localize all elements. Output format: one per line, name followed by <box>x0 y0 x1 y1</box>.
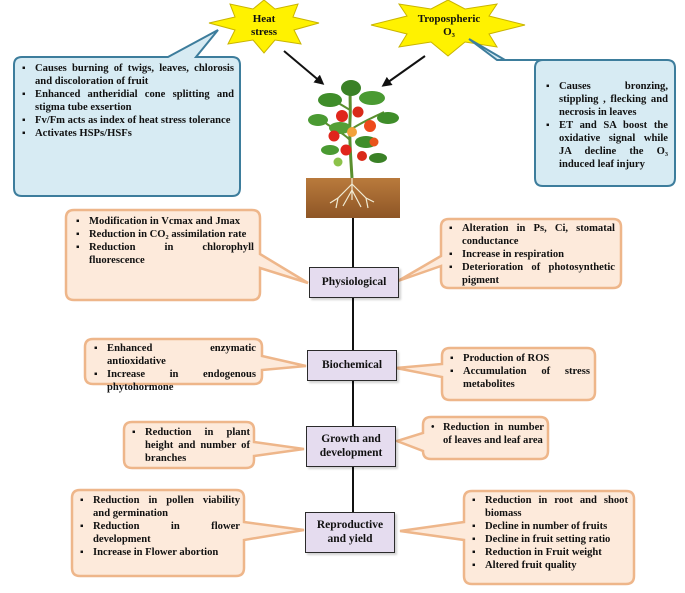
bio-left-item: Increase in endogenous phytohormone <box>92 369 256 395</box>
repro-right-item: Decline in fruit setting ratio <box>470 534 628 547</box>
biochemical-right-box: Production of ROS Accumulation of stress… <box>448 353 590 392</box>
bio-right-item: Production of ROS <box>448 353 590 366</box>
phys-left-item: Reduction in CO₂ assimilation rate <box>74 229 254 242</box>
biochemical-left-box: Enhanced enzymatic antioxidative Increas… <box>92 343 256 395</box>
phys-right-item: Increase in respiration <box>447 249 615 262</box>
heat-arrow <box>283 50 325 85</box>
growth-left-item: Reduction in plant height and number of … <box>130 427 250 466</box>
ozone-effect-item: Causes bronzing, stippling , flecking an… <box>544 81 668 120</box>
bio-right-item: Accumulation of stress metabolites <box>448 366 590 392</box>
heat-effect-item: Fv/Fm acts as index of heat stress toler… <box>20 115 234 128</box>
repro-right-item: Reduction in root and shoot biomass <box>470 495 628 521</box>
repro-right-item: Decline in number of fruits <box>470 521 628 534</box>
growth-right-item: Reduction in number of leaves and leaf a… <box>428 422 544 448</box>
growth-node: Growth and development <box>306 426 396 467</box>
ozone-effects-box: Causes bronzing, stippling , flecking an… <box>544 81 668 171</box>
physiological-label: Physiological <box>321 275 387 288</box>
repro-left-item: Reduction in flower development <box>78 521 240 547</box>
growth-label-line2: development <box>319 446 383 459</box>
phys-right-item: Alteration in Ps, Ci, stomatal conductan… <box>447 223 615 249</box>
ozone-label-line2: O₃ <box>443 25 455 38</box>
heat-effect-item: Activates HSPs/HSFs <box>20 128 234 141</box>
biochemical-node: Biochemical <box>307 350 397 381</box>
phys-right-item: Deterioration of photosynthetic pigment <box>447 262 615 288</box>
reproductive-label-line1: Reproductive <box>316 519 384 532</box>
soil-block <box>306 178 400 218</box>
ozone-label: Tropospheric O₃ <box>404 13 494 38</box>
ozone-label-line1: Tropospheric <box>417 13 481 25</box>
repro-right-item: Altered fruit quality <box>470 560 628 573</box>
heat-stress-label: Heat stress <box>236 13 292 38</box>
ozone-effect-item: ET and SA boost the oxidative signal whi… <box>544 120 668 172</box>
roots <box>329 178 375 209</box>
repro-right-item: Reduction in Fruit weight <box>470 547 628 560</box>
reproductive-left-box: Reduction in pollen viability and germin… <box>78 495 240 560</box>
physiological-node: Physiological <box>309 267 399 298</box>
reproductive-right-box: Reduction in root and shoot biomass Decl… <box>470 495 628 573</box>
heat-effect-item: Causes burning of twigs, leaves, chloros… <box>20 63 234 89</box>
heat-effects-box: Causes burning of twigs, leaves, chloros… <box>20 63 234 141</box>
heat-effect-item: Enhanced antheridial cone splitting and … <box>20 89 234 115</box>
physiological-left-box: Modification in Vcmax and Jmax Reduction… <box>74 216 254 268</box>
phys-left-item: Modification in Vcmax and Jmax <box>74 216 254 229</box>
ozone-star <box>370 0 526 57</box>
repro-left-item: Reduction in pollen viability and germin… <box>78 495 240 521</box>
heat-label-line1: Heat <box>252 13 276 25</box>
heat-label-line2: stress <box>250 25 278 38</box>
biochemical-label: Biochemical <box>321 358 383 371</box>
ozone-arrow <box>381 55 426 87</box>
reproductive-node: Reproductive and yield <box>305 512 395 553</box>
heat-stress-star <box>208 0 320 54</box>
bio-left-item: Enhanced enzymatic antioxidative <box>92 343 256 369</box>
repro-left-item: Increase in Flower abortion <box>78 547 240 560</box>
physiological-right-box: Alteration in Ps, Ci, stomatal conductan… <box>447 223 615 288</box>
phys-left-item: Reduction in chlorophyll fluorescence <box>74 242 254 268</box>
growth-right-box: Reduction in number of leaves and leaf a… <box>428 422 544 448</box>
reproductive-label-line2: and yield <box>327 532 373 545</box>
growth-label-line1: Growth and <box>321 433 381 446</box>
growth-left-box: Reduction in plant height and number of … <box>130 427 250 466</box>
tomato-plant-image <box>308 80 399 179</box>
